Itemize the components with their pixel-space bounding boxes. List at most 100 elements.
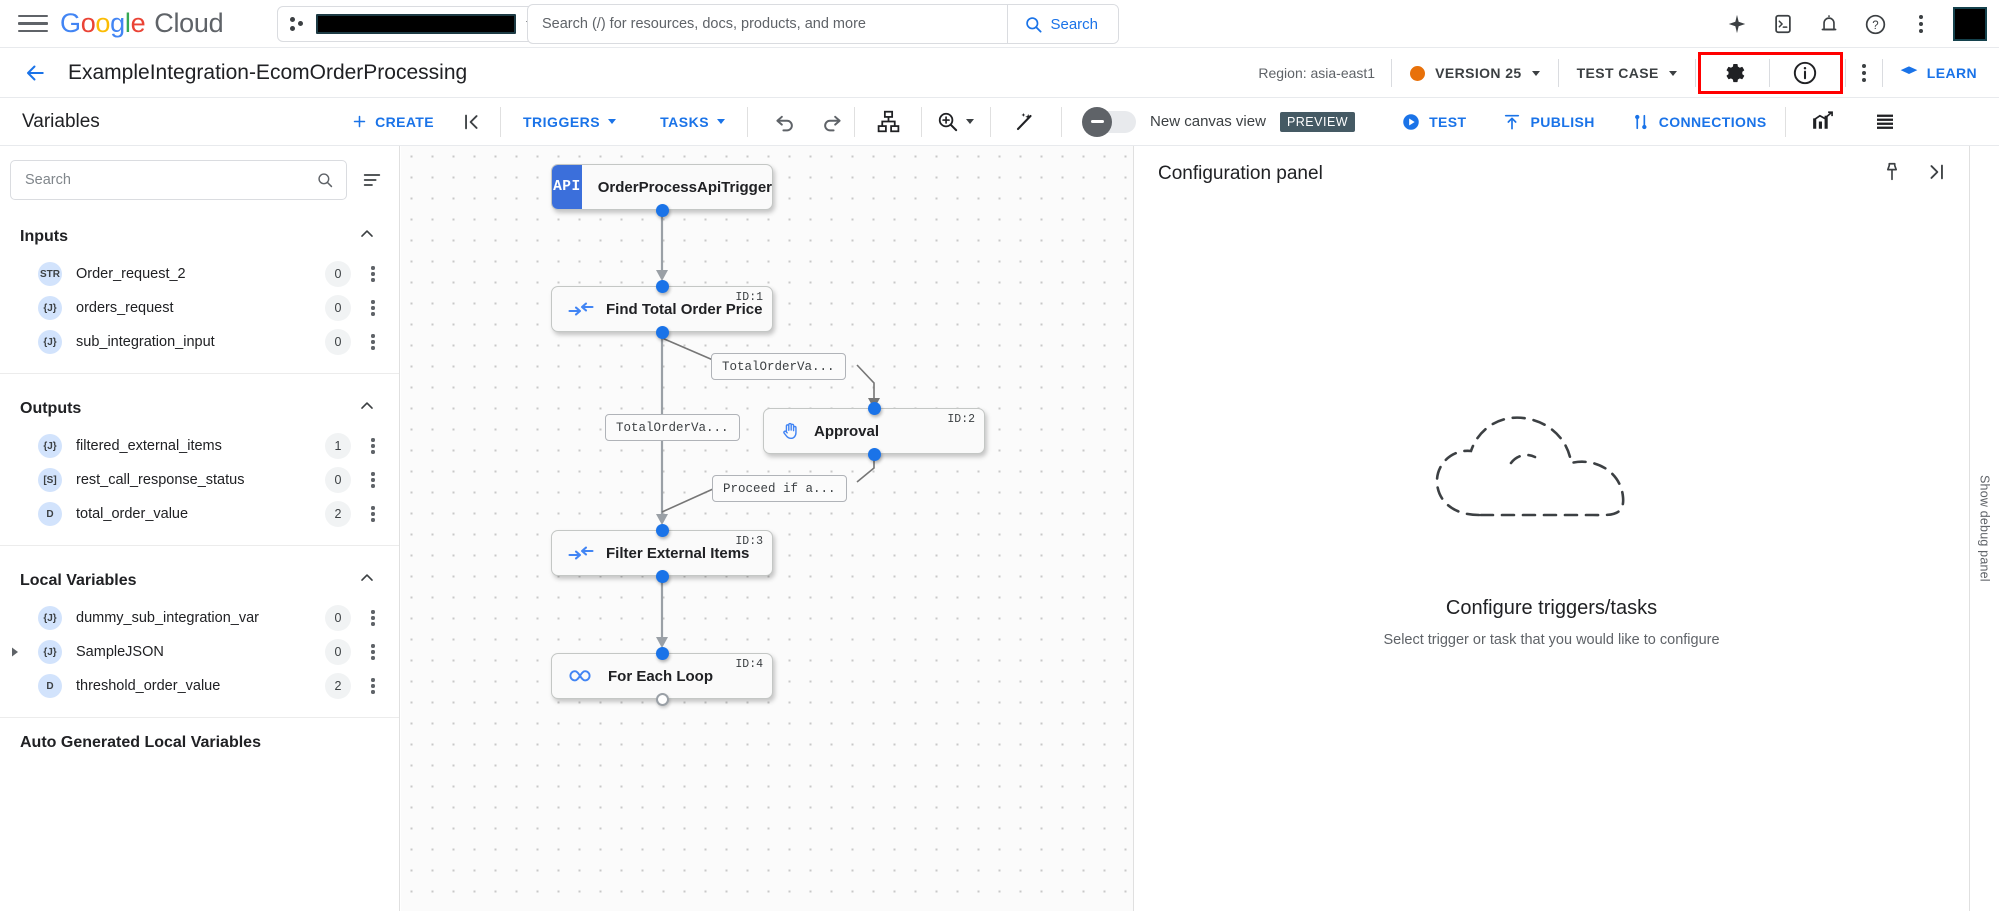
collapse-panel-icon[interactable]	[448, 111, 496, 133]
more-vertical-icon[interactable]	[361, 644, 385, 660]
tasks-menu[interactable]: TASKS	[638, 114, 747, 130]
node-output-port[interactable]	[868, 448, 881, 461]
chevron-up-icon[interactable]	[357, 396, 377, 421]
more-vertical-icon[interactable]	[1901, 4, 1941, 44]
create-variable-button[interactable]: CREATE	[351, 113, 434, 130]
canvas-node-find-total-order-price[interactable]: Find Total Order Price ID:1	[551, 286, 773, 332]
undo-button[interactable]	[762, 99, 808, 145]
node-output-port[interactable]	[656, 693, 669, 706]
variable-usage-count: 0	[325, 605, 351, 631]
logo-letter: o	[80, 8, 96, 38]
version-selector[interactable]: VERSION 25	[1392, 48, 1557, 98]
publish-button[interactable]: PUBLISH	[1484, 112, 1612, 132]
section-header[interactable]: Auto Generated Local Variables	[0, 718, 399, 760]
variable-type-badge: {J}	[38, 296, 62, 320]
sort-filter-icon[interactable]	[359, 167, 385, 193]
learn-button[interactable]: LEARN	[1883, 63, 1999, 83]
variable-row[interactable]: {J} SampleJSON 0	[0, 635, 399, 669]
divider	[990, 106, 992, 137]
account-avatar[interactable]	[1953, 7, 1987, 41]
test-case-selector[interactable]: TEST CASE	[1559, 48, 1695, 98]
back-arrow-icon[interactable]	[16, 53, 56, 93]
edge-label[interactable]: Proceed if a...	[712, 475, 847, 502]
zoom-control[interactable]	[932, 99, 978, 145]
variable-name: threshold_order_value	[76, 678, 221, 694]
node-output-port[interactable]	[656, 204, 669, 217]
more-vertical-icon[interactable]	[361, 678, 385, 694]
info-circle-icon	[1793, 61, 1816, 85]
show-debug-panel-rail[interactable]: Show debug panel	[1969, 146, 1999, 911]
more-vertical-icon[interactable]	[361, 438, 385, 454]
cloud-shell-icon[interactable]	[1763, 4, 1803, 44]
search-button[interactable]: Search	[1007, 5, 1118, 43]
redo-button[interactable]	[808, 99, 854, 145]
node-input-port[interactable]	[656, 647, 669, 660]
expand-panel-icon[interactable]	[1925, 161, 1947, 188]
section-header[interactable]: Inputs	[0, 214, 399, 257]
new-canvas-view-toggle[interactable]	[1082, 106, 1137, 137]
canvas-edges	[656, 210, 880, 648]
gemini-spark-icon[interactable]	[1717, 4, 1757, 44]
chevron-up-icon[interactable]	[357, 224, 377, 249]
overflow-menu-button[interactable]	[1846, 52, 1882, 94]
variable-row[interactable]: {J} dummy_sub_integration_var 0	[0, 601, 399, 635]
section-title: Outputs	[20, 399, 82, 417]
more-vertical-icon[interactable]	[361, 472, 385, 488]
approval-hand-icon	[780, 420, 802, 442]
variable-row[interactable]: D total_order_value 2	[0, 497, 399, 531]
canvas-node-filter-external-items[interactable]: Filter External Items ID:3	[551, 530, 773, 576]
magic-wand-button[interactable]	[1001, 99, 1047, 145]
integration-canvas[interactable]: API OrderProcessApiTrigger Find Total Or…	[401, 146, 1133, 911]
node-input-port[interactable]	[656, 280, 669, 293]
node-input-port[interactable]	[868, 402, 881, 415]
variables-section-inputs: Inputs STR Order_request_2 0 {J} orders_…	[0, 214, 399, 374]
info-button[interactable]	[1770, 52, 1840, 94]
variable-row[interactable]: STR Order_request_2 0	[0, 257, 399, 291]
global-search[interactable]: Search	[527, 4, 1119, 44]
config-panel-empty-state: Configure triggers/tasks Select trigger …	[1134, 202, 1969, 842]
variable-row[interactable]: {J} sub_integration_input 0	[0, 325, 399, 359]
section-header[interactable]: Outputs	[0, 386, 399, 429]
variables-search-input[interactable]	[23, 171, 316, 189]
chevron-down-icon	[1531, 70, 1540, 76]
pin-icon[interactable]	[1881, 161, 1903, 188]
more-vertical-icon[interactable]	[361, 506, 385, 522]
section-header[interactable]: Local Variables	[0, 558, 399, 601]
edge-label[interactable]: TotalOrderVa...	[605, 414, 740, 441]
test-button[interactable]: TEST	[1383, 112, 1484, 132]
chevron-up-icon[interactable]	[357, 568, 377, 593]
expand-caret-icon[interactable]	[0, 646, 22, 658]
hamburger-icon[interactable]	[18, 11, 48, 37]
settings-button[interactable]	[1701, 52, 1769, 94]
node-id-label: ID:2	[947, 413, 975, 426]
auto-layout-button[interactable]	[865, 99, 911, 145]
node-output-port[interactable]	[656, 326, 669, 339]
more-vertical-icon[interactable]	[361, 300, 385, 316]
variable-row[interactable]: {J} filtered_external_items 1	[0, 429, 399, 463]
title-bar-actions: Region: asia-east1 VERSION 25 TEST CASE	[1258, 48, 1999, 98]
edge-label[interactable]: TotalOrderVa...	[711, 353, 846, 380]
more-vertical-icon[interactable]	[361, 334, 385, 350]
help-question-icon[interactable]: ?	[1855, 4, 1895, 44]
connections-button[interactable]: CONNECTIONS	[1613, 112, 1785, 132]
notifications-bell-icon[interactable]	[1809, 4, 1849, 44]
canvas-node-trigger[interactable]: API OrderProcessApiTrigger	[551, 164, 773, 210]
variables-search-box[interactable]	[10, 160, 347, 200]
metrics-button[interactable]	[1800, 99, 1846, 145]
variable-row[interactable]: D threshold_order_value 2	[0, 669, 399, 703]
search-input[interactable]	[528, 5, 1008, 43]
variable-row[interactable]: {J} orders_request 0	[0, 291, 399, 325]
node-input-port[interactable]	[656, 524, 669, 537]
node-output-port[interactable]	[656, 570, 669, 583]
logs-button[interactable]	[1862, 99, 1908, 145]
triggers-menu[interactable]: TRIGGERS	[501, 114, 638, 130]
project-selector[interactable]	[277, 5, 566, 42]
canvas-node-for-each-loop[interactable]: For Each Loop ID:4	[551, 653, 773, 699]
test-case-label: TEST CASE	[1576, 65, 1659, 81]
create-label: CREATE	[375, 113, 434, 130]
more-vertical-icon[interactable]	[361, 610, 385, 626]
more-vertical-icon[interactable]	[361, 266, 385, 282]
variable-row[interactable]: [S] rest_call_response_status 0	[0, 463, 399, 497]
